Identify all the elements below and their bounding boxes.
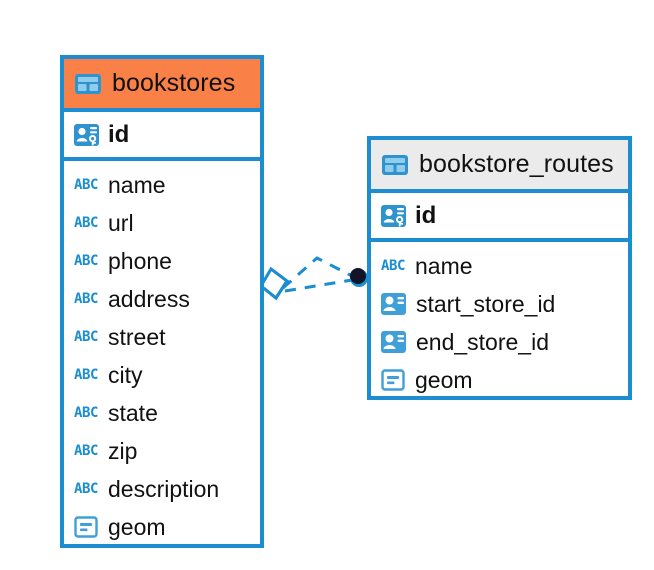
diamond-marker: [259, 266, 290, 301]
field-label-name: name: [415, 252, 473, 279]
abc-text-icon: ABC: [73, 215, 99, 231]
foreign-key-icon: [380, 329, 407, 355]
entity-table-bookstores[interactable]: bookstores id ABC name: [60, 55, 264, 548]
entity-title-bookstore-routes: bookstore_routes: [419, 150, 614, 178]
entity-table-bookstore-routes[interactable]: bookstore_routes id ABC name: [367, 136, 632, 400]
geometry-icon: [73, 515, 99, 539]
field-row-url[interactable]: ABC url: [64, 204, 260, 242]
field-row-primary-key[interactable]: id: [371, 193, 628, 242]
field-row-name[interactable]: ABC name: [371, 247, 628, 285]
field-row-phone[interactable]: ABC phone: [64, 242, 260, 280]
relationship-line-lower: [284, 278, 353, 293]
field-row-description[interactable]: ABC description: [64, 470, 260, 508]
abc-text-icon: ABC: [73, 177, 99, 193]
field-label-id: id: [108, 120, 130, 148]
field-label-description: description: [108, 475, 220, 502]
geometry-icon: [380, 368, 406, 392]
field-label-url: url: [108, 209, 134, 236]
abc-text-icon: ABC: [380, 258, 406, 274]
field-list-bookstore-routes: ABC name start_store_id: [371, 242, 628, 399]
field-row-geom[interactable]: geom: [371, 361, 628, 399]
field-label-start-store-id: start_store_id: [416, 290, 556, 317]
field-label-geom: geom: [108, 513, 166, 540]
field-label-state: state: [108, 399, 158, 426]
field-label-zip: zip: [108, 437, 138, 464]
field-label-geom: geom: [415, 366, 473, 393]
field-row-city[interactable]: ABC city: [64, 356, 260, 394]
primary-key-icon: [73, 122, 100, 148]
abc-text-icon: ABC: [73, 329, 99, 345]
field-label-city: city: [108, 361, 143, 388]
field-row-name[interactable]: ABC name: [64, 166, 260, 204]
field-label-phone: phone: [108, 247, 172, 274]
field-row-zip[interactable]: ABC zip: [64, 432, 260, 470]
entity-title-bookstores: bookstores: [112, 69, 236, 97]
field-label-address: address: [108, 285, 190, 312]
entity-header-bookstore-routes[interactable]: bookstore_routes: [371, 140, 628, 193]
field-row-state[interactable]: ABC state: [64, 394, 260, 432]
abc-text-icon: ABC: [73, 443, 99, 459]
table-grid-icon: [74, 72, 102, 96]
field-label-end-store-id: end_store_id: [416, 328, 549, 355]
field-label-id: id: [415, 201, 437, 229]
abc-text-icon: ABC: [73, 405, 99, 421]
field-row-address[interactable]: ABC address: [64, 280, 260, 318]
relationship-line-upper: [282, 256, 353, 290]
field-row-street[interactable]: ABC street: [64, 318, 260, 356]
abc-text-icon: ABC: [73, 253, 99, 269]
abc-text-icon: ABC: [73, 367, 99, 383]
abc-text-icon: ABC: [73, 291, 99, 307]
field-row-end-store-id[interactable]: end_store_id: [371, 323, 628, 361]
field-list-bookstores: ABC name ABC url ABC phone ABC address A…: [64, 161, 260, 546]
primary-key-icon: [380, 203, 407, 229]
foreign-key-icon: [380, 291, 407, 317]
field-label-name: name: [108, 171, 166, 198]
filled-circle-marker: [350, 268, 368, 287]
field-row-geom[interactable]: geom: [64, 508, 260, 546]
field-row-start-store-id[interactable]: start_store_id: [371, 285, 628, 323]
abc-text-icon: ABC: [73, 481, 99, 497]
entity-header-bookstores[interactable]: bookstores: [64, 59, 260, 112]
table-grid-icon: [381, 153, 409, 177]
field-label-street: street: [108, 323, 166, 350]
field-row-primary-key[interactable]: id: [64, 112, 260, 161]
